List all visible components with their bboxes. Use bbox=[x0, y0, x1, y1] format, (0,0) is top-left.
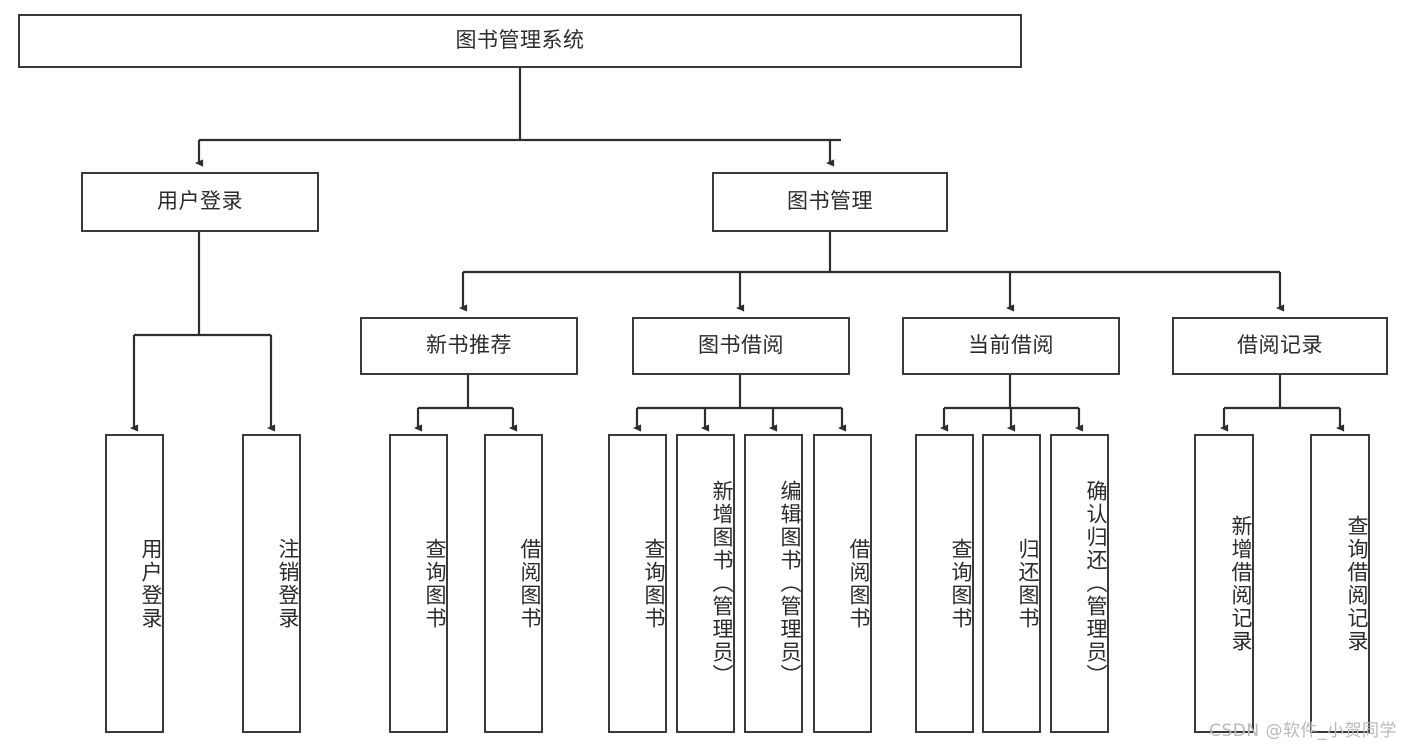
node-new-book-recommend[interactable]: 新书推荐 bbox=[360, 317, 578, 375]
node-leaf-query-book-b-label: 查询图书 bbox=[642, 537, 666, 630]
node-leaf-logout-login[interactable]: 注销登录 bbox=[242, 434, 301, 733]
node-leaf-borrow-book-a[interactable]: 借阅图书 bbox=[484, 434, 543, 733]
node-leaf-edit-book-admin-label: 编辑图书（管理员） bbox=[778, 480, 802, 687]
node-leaf-add-book-admin-label: 新增图书（管理员） bbox=[710, 480, 734, 687]
node-leaf-query-book-c-label: 查询图书 bbox=[949, 537, 973, 630]
node-borrow-record[interactable]: 借阅记录 bbox=[1172, 317, 1388, 375]
node-leaf-edit-book-admin[interactable]: 编辑图书（管理员） bbox=[744, 434, 803, 733]
node-current-borrow-label: 当前借阅 bbox=[968, 333, 1054, 358]
node-book-manage-label: 图书管理 bbox=[787, 189, 873, 214]
node-book-borrow-label: 图书借阅 bbox=[698, 333, 784, 358]
node-user-login-label: 用户登录 bbox=[157, 189, 243, 214]
csdn-watermark: CSDN @软件_小贺同学 bbox=[1209, 721, 1397, 741]
node-root[interactable]: 图书管理系统 bbox=[18, 14, 1022, 68]
node-leaf-return-book[interactable]: 归还图书 bbox=[982, 434, 1041, 733]
node-leaf-confirm-return-admin-label: 确认归还（管理员） bbox=[1084, 480, 1108, 687]
node-leaf-confirm-return-admin[interactable]: 确认归还（管理员） bbox=[1050, 434, 1109, 733]
node-leaf-borrow-book-b-label: 借阅图书 bbox=[847, 537, 871, 630]
node-leaf-add-borrow-record-label: 新增借阅记录 bbox=[1229, 514, 1253, 653]
node-leaf-borrow-book-b[interactable]: 借阅图书 bbox=[813, 434, 872, 733]
node-borrow-record-label: 借阅记录 bbox=[1237, 333, 1323, 358]
node-leaf-return-book-label: 归还图书 bbox=[1016, 537, 1040, 630]
node-root-label: 图书管理系统 bbox=[455, 28, 585, 53]
node-leaf-query-book-b[interactable]: 查询图书 bbox=[608, 434, 667, 733]
node-leaf-add-borrow-record[interactable]: 新增借阅记录 bbox=[1194, 434, 1254, 733]
node-leaf-add-book-admin[interactable]: 新增图书（管理员） bbox=[676, 434, 735, 733]
node-book-borrow[interactable]: 图书借阅 bbox=[632, 317, 850, 375]
node-leaf-query-book-a[interactable]: 查询图书 bbox=[389, 434, 448, 733]
node-leaf-query-borrow-record[interactable]: 查询借阅记录 bbox=[1310, 434, 1370, 733]
node-current-borrow[interactable]: 当前借阅 bbox=[902, 317, 1120, 375]
node-leaf-user-login-label: 用户登录 bbox=[139, 537, 163, 630]
node-new-book-recommend-label: 新书推荐 bbox=[426, 333, 512, 358]
node-leaf-query-book-c[interactable]: 查询图书 bbox=[915, 434, 974, 733]
node-leaf-query-borrow-record-label: 查询借阅记录 bbox=[1345, 514, 1369, 653]
node-book-manage[interactable]: 图书管理 bbox=[712, 172, 948, 232]
node-leaf-logout-login-label: 注销登录 bbox=[276, 537, 300, 630]
node-user-login[interactable]: 用户登录 bbox=[81, 172, 319, 232]
node-leaf-borrow-book-a-label: 借阅图书 bbox=[518, 537, 542, 630]
node-leaf-user-login[interactable]: 用户登录 bbox=[105, 434, 164, 733]
node-leaf-query-book-a-label: 查询图书 bbox=[423, 537, 447, 630]
